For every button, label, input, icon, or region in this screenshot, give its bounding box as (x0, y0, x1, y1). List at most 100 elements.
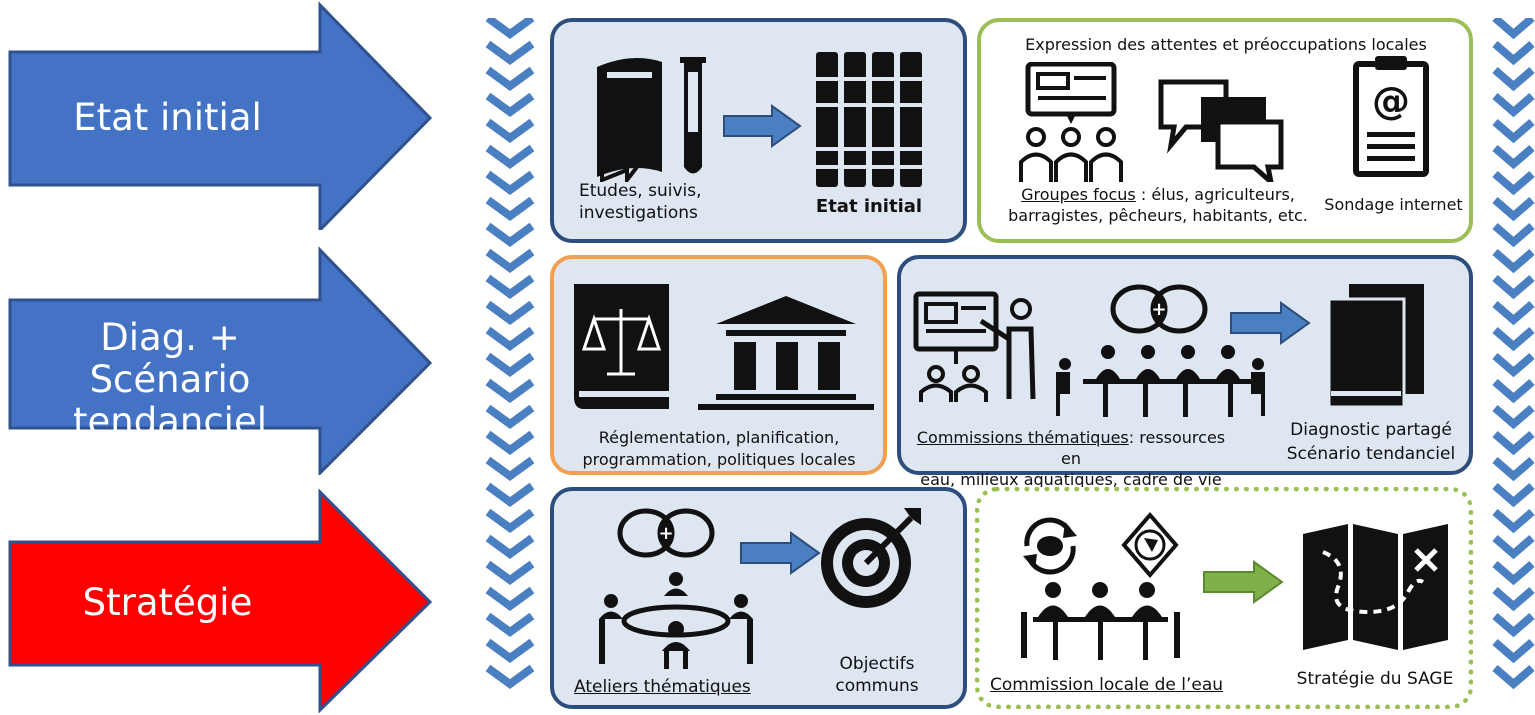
chevron-mark (1492, 456, 1535, 482)
focus-groups-detail-2: barragistes, pêcheurs, habitants, etc. (1008, 206, 1308, 225)
diagnostic-line1: Diagnostic partagé (1290, 420, 1452, 440)
panel-strategie: Commission locale de l’eau Stratégie du … (975, 487, 1473, 709)
chevron-mark (485, 508, 535, 533)
chevron-mark (1492, 196, 1535, 222)
phase-label: Diag. + Scénario tendanciel (73, 316, 267, 443)
panel-commissions: + Commissions thématiques: ressources en… (897, 255, 1473, 489)
diagnostic-line2: Scénario tendanciel (1286, 444, 1456, 464)
chevron-mark (485, 40, 535, 65)
chevron-mark (485, 144, 535, 169)
chevron-mark (485, 430, 535, 455)
chevron-mark (485, 352, 535, 377)
panel-etat-initial: Etudes, suivis, investigations Etat init… (550, 18, 967, 243)
chevron-mark (1492, 404, 1535, 430)
survey-label: Sondage internet (1324, 195, 1463, 214)
chevron-mark (1492, 66, 1535, 92)
chevron-mark (1492, 560, 1535, 586)
chevron-mark (1492, 508, 1535, 534)
presentation-icon (913, 291, 1036, 402)
objectifs-label: Objectifs communs (835, 654, 919, 696)
target-icon (821, 508, 921, 608)
expression-title: Expression des attentes et préoccupation… (1025, 35, 1427, 54)
compass-icon (1121, 511, 1179, 579)
book-testtube-icon (597, 57, 706, 182)
svg-text:+: + (1151, 299, 1166, 320)
cle-label: Commission locale de l’eau (990, 675, 1224, 695)
chevron-column-left (485, 18, 535, 689)
chevron-mark (485, 170, 535, 195)
arrow-shape (8, 246, 433, 475)
chevron-mark (1492, 274, 1535, 300)
chevron-mark (485, 92, 535, 117)
chevron-mark (485, 274, 535, 299)
focus-groups-text: Groupes focus : élus, agriculteurs, barr… (993, 184, 1323, 226)
chevron-mark (1492, 378, 1535, 404)
svg-text:@: @ (1372, 79, 1410, 123)
phase-arrow-diagnostic: Diag. + Scénario tendanciel (5, 245, 435, 475)
chevron-mark (1492, 18, 1535, 40)
treasure-map-icon (1303, 524, 1448, 650)
chevron-mark (1492, 638, 1535, 664)
etat-initial-label: Etat initial (815, 196, 923, 217)
chevron-mark (485, 664, 535, 689)
chevron-column-right (1492, 18, 1535, 690)
focus-group-icon (1019, 62, 1123, 182)
chevron-mark (1492, 586, 1535, 612)
chevron-mark (1492, 430, 1535, 456)
arrow-right-icon (1230, 301, 1311, 345)
chevron-mark (485, 612, 535, 637)
meeting-table-icon (1056, 345, 1265, 417)
chevron-mark (485, 66, 535, 91)
arrow-right-icon (723, 104, 802, 148)
commissions-detail: : ressources en (1061, 428, 1226, 468)
regulation-label: Réglementation, planification, programma… (582, 428, 856, 469)
chevron-mark (1492, 144, 1535, 170)
chevron-mark (1492, 300, 1535, 326)
chevron-mark (485, 300, 535, 325)
books-icon (1327, 284, 1424, 409)
chevron-mark (485, 482, 535, 507)
discussion-cycle-icon (1023, 517, 1077, 575)
chevron-mark (485, 534, 535, 559)
chevron-mark (1492, 222, 1535, 248)
phase-label: Etat initial (73, 96, 262, 139)
commissions-text: Commissions thématiques: ressources en e… (906, 427, 1236, 490)
chevron-mark (485, 404, 535, 429)
chevron-mark (485, 586, 535, 611)
chevron-mark (485, 248, 535, 273)
chevron-mark (1492, 40, 1535, 66)
phase-arrow-strategie: Stratégie (5, 487, 435, 715)
chevron-mark (1492, 92, 1535, 118)
arrow-right-icon (740, 531, 821, 575)
chevron-mark (1492, 482, 1535, 508)
clipboard-at-icon: @ (1353, 56, 1429, 177)
phase-label: Stratégie (82, 581, 253, 624)
phase-arrow-etat-initial: Etat initial (5, 0, 435, 230)
focus-groups-label: Groupes focus (1021, 185, 1136, 204)
law-book-icon (574, 284, 669, 409)
meeting-icon (1021, 582, 1180, 660)
chevron-mark (1492, 170, 1535, 196)
svg-text:+: + (658, 523, 673, 544)
chevron-mark (1492, 118, 1535, 144)
ateliers-label: Ateliers thématiques (574, 677, 751, 697)
chevron-mark (485, 378, 535, 403)
collaboration-icon: + (1110, 284, 1208, 334)
chevron-mark (485, 118, 535, 143)
chevron-mark (1492, 534, 1535, 560)
commissions-label: Commissions thématiques (916, 428, 1129, 447)
focus-groups-detail: : élus, agriculteurs, (1135, 185, 1295, 204)
chevron-mark (485, 560, 535, 585)
chevron-mark (485, 326, 535, 351)
chevron-mark (1492, 612, 1535, 638)
chevron-mark (485, 638, 535, 663)
chevron-mark (1492, 326, 1535, 352)
arrow-shape (8, 1, 433, 230)
studies-label: Etudes, suivis, investigations (579, 181, 702, 223)
chevron-mark (485, 196, 535, 221)
panel-expression-attentes: Expression des attentes et préoccupation… (977, 18, 1473, 243)
bookshelf-icon (816, 52, 922, 187)
chevron-mark (485, 222, 535, 247)
strategie-sage-label: Stratégie du SAGE (1296, 669, 1454, 689)
chevron-mark (485, 456, 535, 481)
